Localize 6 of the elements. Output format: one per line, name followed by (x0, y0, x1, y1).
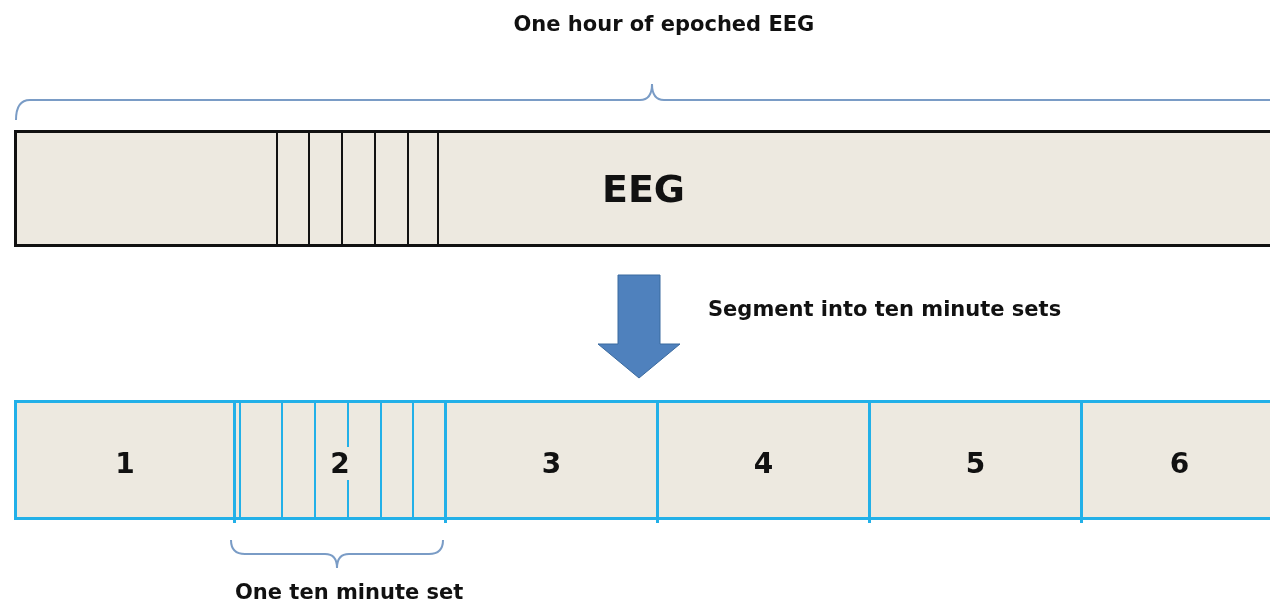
diagram-title: One hour of epoched EEG (513, 12, 815, 36)
bracket-label: One ten minute set (235, 580, 464, 604)
segment-band (14, 400, 1270, 520)
edge-label: Segment into ten minute sets (708, 297, 1062, 321)
block-arrow (597, 274, 681, 379)
eeg-bar (14, 130, 1270, 247)
